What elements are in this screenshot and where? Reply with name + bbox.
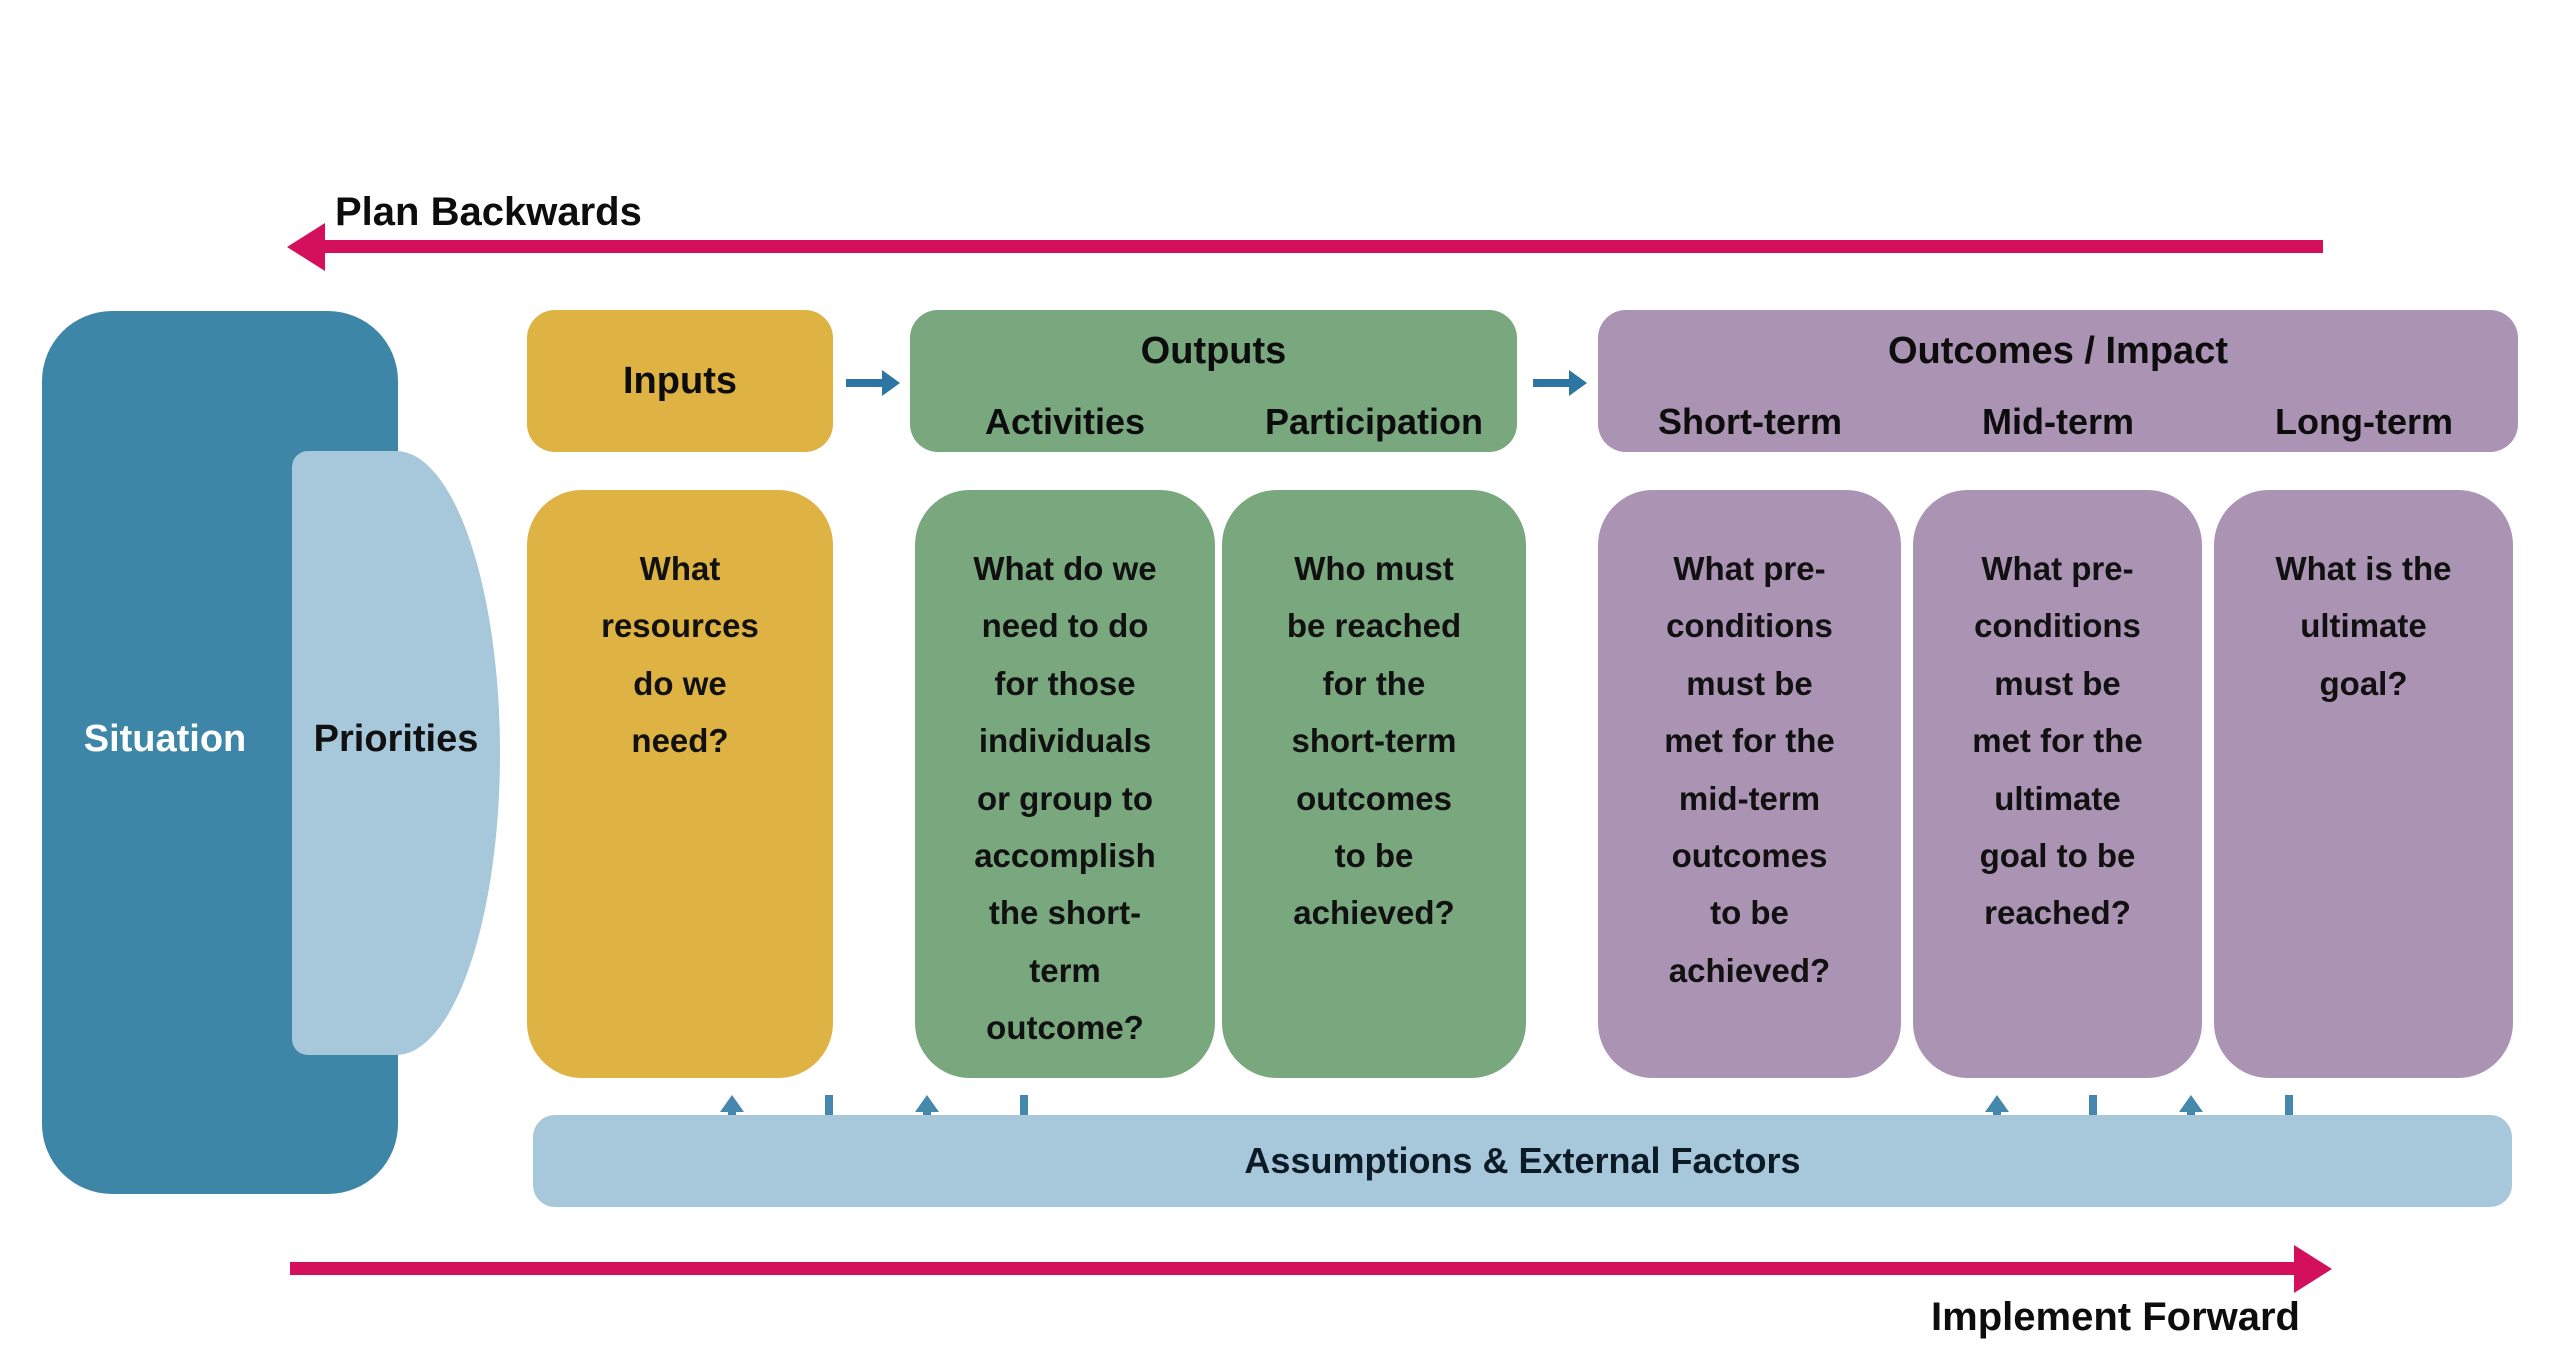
long-term-question-box: What is the ultimate goal? [2214, 490, 2513, 1078]
situation-label: Situation [83, 718, 247, 760]
short-term-column-label: Short-term [1657, 401, 1843, 442]
inputs-header-box: Inputs [527, 310, 833, 452]
outcomes-header-box: Outcomes / Impact Short-term Mid-term Lo… [1598, 310, 2518, 452]
implement-forward-arrowhead-icon [2294, 1245, 2332, 1293]
plan-backwards-arrowhead-icon [287, 223, 325, 271]
long-term-column-label: Long-term [2275, 401, 2453, 442]
participation-column-label: Participation [1264, 401, 1484, 442]
assumptions-bar: Assumptions & External Factors [533, 1115, 2512, 1207]
mid-term-question-box: What pre- conditions must be met for the… [1913, 490, 2202, 1078]
assumptions-label: Assumptions & External Factors [1244, 1140, 1801, 1181]
implement-forward-label: Implement Forward [1931, 1295, 2300, 1339]
outputs-header-label: Outputs [1140, 329, 1287, 372]
priorities-label: Priorities [313, 718, 479, 760]
inputs-question-box: What resources do we need? [527, 490, 833, 1078]
outcomes-header-label: Outcomes / Impact [1888, 329, 2228, 372]
plan-backwards-label: Plan Backwards [335, 190, 642, 234]
outputs-to-outcomes-arrow-icon [1533, 368, 1587, 398]
outputs-header-box: Outputs Activities Participation [910, 310, 1517, 452]
mid-term-column-label: Mid-term [1982, 401, 2134, 442]
inputs-header-label: Inputs [623, 359, 737, 402]
participation-question-box: Who must be reached for the short-term o… [1222, 490, 1526, 1078]
plan-backwards-arrow-line [315, 240, 2323, 253]
inputs-to-outputs-arrow-icon [846, 368, 900, 398]
implement-forward-arrow-line [290, 1262, 2296, 1275]
short-term-question-box: What pre- conditions must be met for the… [1598, 490, 1901, 1078]
activities-column-label: Activities [984, 401, 1146, 442]
activities-question-box: What do we need to do for those individu… [915, 490, 1215, 1078]
priorities-shape [292, 451, 500, 1055]
